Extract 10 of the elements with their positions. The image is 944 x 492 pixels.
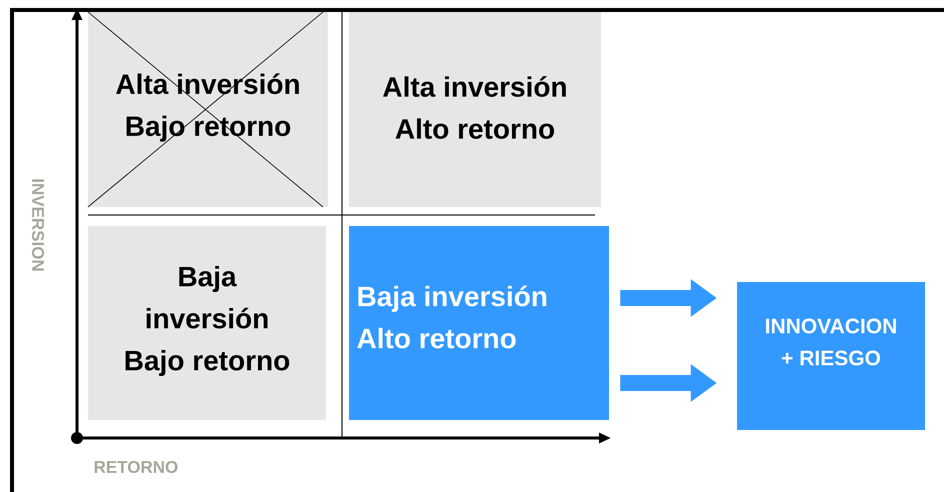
node-label: Alta inversión Alto retorno (383, 76, 566, 139)
quadrant-box (88, 226, 326, 420)
node-label: Baja inversión Bajo retorno (126, 266, 290, 376)
axis-label: INVERSION (32, 179, 44, 271)
axis-label: RETORNO (94, 460, 178, 474)
result-box (737, 282, 925, 430)
node-label: INNOVACION + RIESGO (766, 318, 896, 366)
highlight-box (349, 226, 609, 420)
quadrant-box (349, 12, 601, 207)
node-label: Baja inversión Alto retorno (357, 286, 546, 348)
